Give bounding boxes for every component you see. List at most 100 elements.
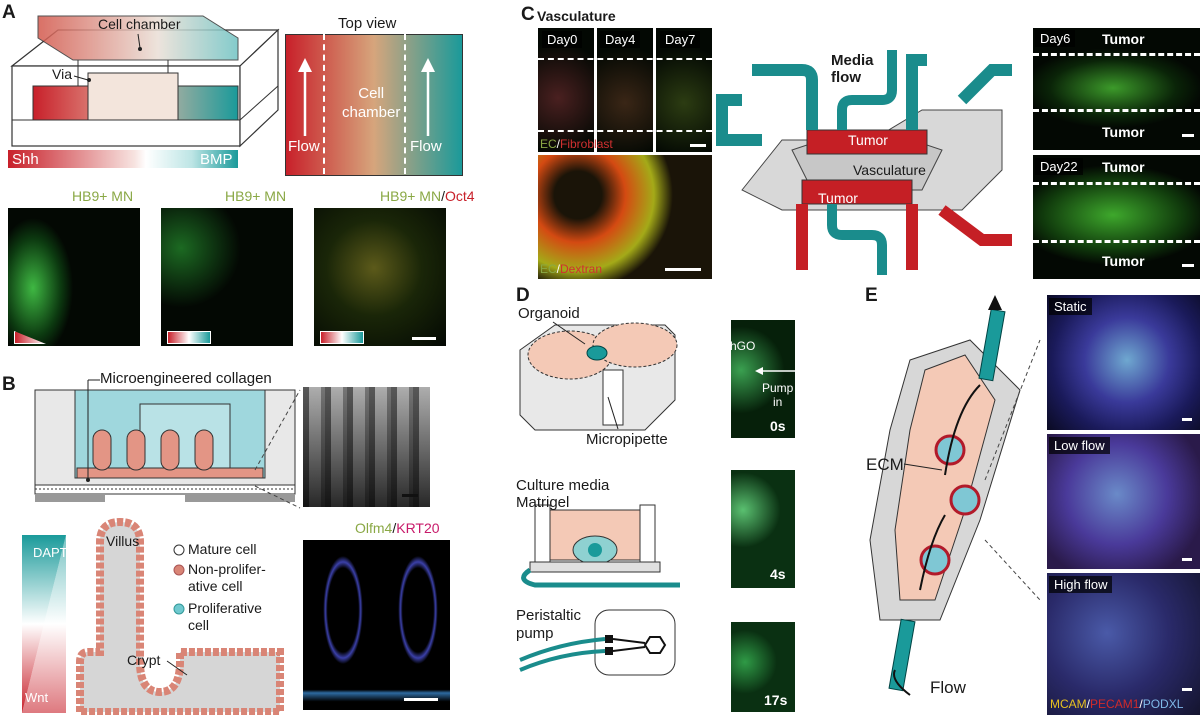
krt20-label: KRT20 xyxy=(396,520,440,536)
ecm-leader xyxy=(903,463,943,471)
collagen-device-diagram xyxy=(34,389,296,502)
olfm4-label: Olfm4 xyxy=(355,520,393,536)
mcam-pecam-podxl-label: MCAM/PECAM1/PODXL xyxy=(1050,697,1183,711)
peristaltic-pump-label: Peristaltic pump xyxy=(516,607,582,642)
cell-legend-dots xyxy=(173,544,185,615)
bmp-label: BMP xyxy=(200,151,233,168)
cell-chamber-leader xyxy=(137,33,142,51)
culture-media-label: Culture media xyxy=(516,477,610,494)
scale-bar-a xyxy=(412,337,436,340)
day7-tag: Day7 xyxy=(660,31,701,48)
via-label: Via xyxy=(52,66,72,82)
time-0s: 0s xyxy=(770,418,786,434)
vasculature-label: Vasculature xyxy=(853,162,926,178)
day6-dash-bottom xyxy=(1033,109,1200,112)
ec-label-2: EC xyxy=(540,262,557,276)
day-dash-top xyxy=(538,58,712,60)
time-4s: 4s xyxy=(770,566,786,582)
legend-nonproliferative: Non-prolifer- ative cell xyxy=(188,561,266,594)
legend-mature: Mature cell xyxy=(188,541,257,557)
flow-arrow-right xyxy=(421,58,435,136)
hb9-label-2: HB9+ MN xyxy=(225,188,287,204)
pump-in-label: Pump in xyxy=(762,381,794,409)
high-flow-image xyxy=(1047,573,1200,715)
top-view-label: Top view xyxy=(338,15,397,32)
scale-bar-b-sem xyxy=(402,494,418,497)
gradient-indicator-mix-2 xyxy=(167,331,211,344)
static-tag: Static xyxy=(1049,298,1092,315)
hgo-label: hGO xyxy=(730,339,756,353)
wnt-label: Wnt xyxy=(25,690,49,705)
collagen-label: Microengineered collagen xyxy=(100,370,272,387)
peristaltic-pump-diagram xyxy=(519,609,676,676)
flow-label: Flow xyxy=(930,678,966,697)
hb9-oct4-label: HB9+ MN/Oct4 xyxy=(380,188,475,204)
scale-bar-c-dextran xyxy=(665,268,701,271)
dextran-label: Dextran xyxy=(560,262,603,276)
dapt-label: DAPT xyxy=(33,545,68,560)
hb9-label-3: HB9+ MN xyxy=(380,188,442,204)
collagen-leader xyxy=(86,379,100,482)
mcam-label: MCAM xyxy=(1050,697,1087,711)
hb9-label-1: HB9+ MN xyxy=(72,188,134,204)
panel-a-label: A xyxy=(2,2,16,23)
day22-tumor-bottom: Tumor xyxy=(1102,253,1145,269)
via-leader xyxy=(73,75,91,82)
media-flow-label: Media flow xyxy=(831,52,874,86)
crypt-label: Crypt xyxy=(127,652,161,668)
shh-bmp-gradient xyxy=(8,150,238,168)
hb9-image-2 xyxy=(161,208,293,346)
organoid-frame-0s xyxy=(731,320,795,438)
day-dash-bottom xyxy=(538,130,712,132)
flow-arrow-left xyxy=(298,58,312,136)
dextran-image xyxy=(538,155,712,279)
hb9-oct4-image xyxy=(314,208,446,346)
panel-e-label: E xyxy=(865,285,878,306)
ec-fibro-separator: / xyxy=(556,137,561,151)
scale-bar-b xyxy=(404,698,438,701)
shh-label: Shh xyxy=(12,151,39,168)
crypt-leader xyxy=(166,660,188,676)
sem-zoom-lines xyxy=(254,389,301,509)
day6-tumor-bottom: Tumor xyxy=(1102,124,1145,140)
flow-right-label: Flow xyxy=(410,138,442,155)
micropipette-leader xyxy=(607,396,619,430)
scale-bar-c-day6 xyxy=(1182,134,1194,137)
low-flow-image xyxy=(1047,434,1200,569)
sem-image xyxy=(303,387,430,507)
panel-c-title: Vasculature xyxy=(537,8,616,24)
culture-setup-diagram xyxy=(521,504,680,588)
ec-label: EC xyxy=(540,137,557,151)
organoid-label: Organoid xyxy=(518,305,580,322)
micropipette-label: Micropipette xyxy=(586,431,668,448)
podxl-label: PODXL xyxy=(1142,697,1184,711)
panel-a-device-diagram xyxy=(10,15,280,148)
tumor-top-label: Tumor xyxy=(848,132,888,148)
panel-b-label: B xyxy=(2,374,16,395)
panel-d-label: D xyxy=(516,285,530,306)
low-flow-tag: Low flow xyxy=(1049,437,1110,454)
top-view-divider-left xyxy=(323,34,325,174)
pump-in-arrow xyxy=(755,367,795,375)
scale-bar-c-days xyxy=(690,144,706,147)
cell-chamber-center-label: Cell chamber xyxy=(342,85,401,121)
scale-bar-c-day22 xyxy=(1182,264,1194,267)
oct4-separator: / xyxy=(441,188,445,204)
matrigel-label: Matrigel xyxy=(516,494,570,511)
cell-chamber-label: Cell chamber xyxy=(98,16,181,32)
day22-tag: Day22 xyxy=(1035,158,1083,175)
pecam-separator: / xyxy=(1139,697,1143,711)
day6-dash-top xyxy=(1033,53,1200,56)
day22-dash-bottom xyxy=(1033,240,1200,243)
top-view-divider-right xyxy=(404,34,406,174)
scale-bar-e-low xyxy=(1182,558,1192,561)
mcam-separator: / xyxy=(1086,697,1091,711)
oct4-label: Oct4 xyxy=(444,188,475,204)
day0-tag: Day0 xyxy=(542,31,583,48)
tumor-bottom-label: Tumor xyxy=(818,190,858,206)
day22-tumor-top: Tumor xyxy=(1102,159,1145,175)
day22-dash-top xyxy=(1033,182,1200,185)
ec-fibroblast-label: EC/Fibroblast xyxy=(540,137,613,151)
ec-dextran-separator: / xyxy=(556,262,561,276)
pecam-label: PECAM1 xyxy=(1090,697,1140,711)
